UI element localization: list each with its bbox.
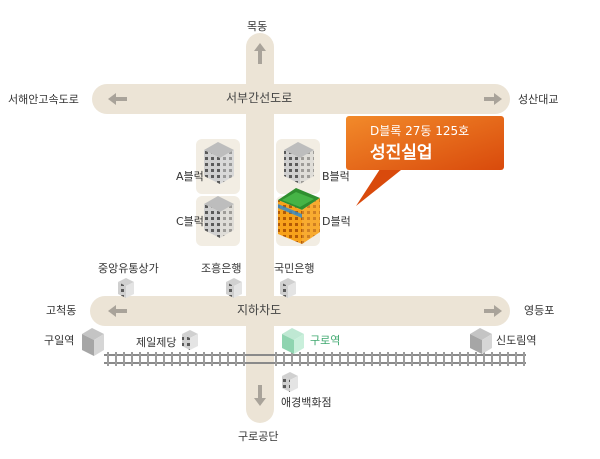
label-johung-bank: 조흥은행 (201, 262, 242, 275)
label-north-mokdong: 목동 (247, 20, 268, 33)
road-label-seobu-ganseon: 서부간선도로 (226, 91, 293, 105)
station-sindorim-icon (470, 328, 492, 354)
label-block-d: D블럭 (322, 215, 351, 228)
bottom-road (90, 296, 510, 326)
callout-company-name: 성진실업 (370, 143, 433, 163)
label-sindorim-station: 신도림역 (496, 334, 537, 347)
arrow-down-icon (254, 385, 266, 406)
arrow-right-icon (484, 93, 502, 105)
direction-arrows (108, 43, 502, 406)
arrow-left-icon (108, 93, 127, 105)
label-block-a: A블럭 (176, 170, 204, 183)
label-east-seongsan-bridge: 성산대교 (518, 93, 559, 106)
building-jungang-icon (118, 278, 134, 298)
label-south-guro-gongdan: 구로공단 (238, 430, 279, 443)
road-label-underpass: 지하차도 (237, 303, 282, 317)
label-guro-station: 구로역 (310, 334, 341, 347)
arrow-up-icon (254, 43, 266, 64)
label-west-gocheok: 고척동 (46, 304, 77, 317)
station-guro-icon (282, 328, 304, 354)
building-a-icon (204, 142, 234, 184)
label-west-seohaean-expressway: 서해안고속도로 (8, 93, 79, 106)
label-aekyung-department-store: 애경백화점 (281, 396, 332, 409)
label-east-yeongdeungpo: 영등포 (524, 304, 555, 317)
building-aekyung-icon (282, 372, 298, 392)
railway (104, 352, 526, 366)
label-block-b: B블럭 (322, 170, 350, 183)
building-c-icon (204, 196, 234, 238)
label-guil-station: 구일역 (44, 334, 75, 347)
building-d-target-icon (278, 188, 320, 244)
top-road (92, 84, 510, 114)
location-callout (346, 116, 504, 206)
label-jungang-distribution-mall: 중앙유통상가 (98, 262, 159, 275)
label-jeil-jedang: 제일제당 (136, 336, 177, 349)
label-block-c: C블럭 (176, 215, 204, 228)
station-guil-icon (82, 328, 104, 356)
label-kookmin-bank: 국민은행 (274, 262, 315, 275)
building-johung-icon (226, 278, 242, 298)
arrow-left-icon (108, 305, 127, 317)
roads (90, 33, 510, 423)
arrow-right-icon (484, 305, 502, 317)
building-jeil-icon (182, 330, 198, 350)
building-kookmin-icon (280, 278, 296, 298)
callout-address: D블록 27동 125호 (370, 124, 470, 138)
building-b-icon (284, 142, 314, 184)
